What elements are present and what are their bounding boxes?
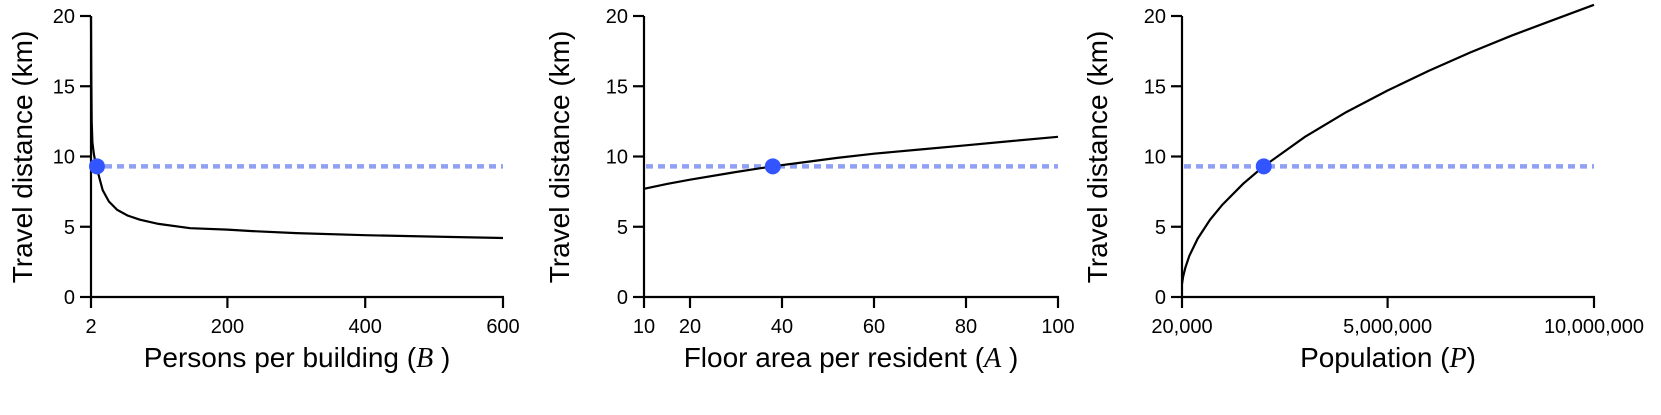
x-axis-variable: B (416, 343, 433, 374)
panel-population: 0 5 10 15 20 20,000 5,000,000 10,000,000 Travel… (1082, 3, 1644, 374)
y-tick-label: 10 (606, 147, 628, 169)
x-tick-label: 60 (863, 316, 885, 338)
y-tick-label: 20 (53, 6, 75, 28)
x-tick-label: 20,000 (1151, 316, 1212, 338)
x-tick-label: 10 (633, 316, 655, 338)
x-tick-label: 5,000,000 (1343, 316, 1432, 338)
highlight-point (88, 158, 105, 175)
y-tick-label: 15 (53, 76, 75, 98)
x-tick-label: 400 (349, 316, 382, 338)
x-tick-label: 600 (486, 316, 519, 338)
y-tick-label: 20 (606, 6, 628, 28)
highlight-point (1255, 158, 1272, 175)
data-curve (1180, 3, 1595, 285)
y-axis-title: Travel distance (km) (1082, 31, 1113, 284)
x-axis-title-close: ) (1001, 342, 1018, 373)
x-axis-title-close: ) (433, 342, 450, 373)
x-axis-title-text: Floor area per resident ( (684, 342, 985, 373)
highlight-point (764, 158, 781, 175)
x-axis-title: Persons per building (B ) (144, 342, 451, 374)
x-tick-label: 100 (1041, 316, 1074, 338)
y-tick-label: 0 (64, 287, 75, 309)
x-tick-label: 10,000,000 (1544, 316, 1644, 338)
x-tick-label: 80 (955, 316, 977, 338)
y-tick-label: 10 (53, 147, 75, 169)
y-tick-label: 15 (1144, 76, 1166, 98)
plot-area: 0 5 10 15 20 10 20 40 60 80 100 (606, 6, 1075, 338)
plot-area: 0 5 10 15 20 20,000 5,000,000 10,000,000 (1144, 3, 1644, 338)
y-axis-title: Travel distance (km) (544, 31, 575, 284)
y-tick-label: 10 (1144, 147, 1166, 169)
y-tick-label: 15 (606, 76, 628, 98)
x-tick-label: 2 (85, 316, 96, 338)
x-axis-title-text: Persons per building ( (144, 342, 417, 373)
x-tick-label: 20 (679, 316, 701, 338)
x-axis-variable: P (1449, 343, 1467, 374)
x-axis-title-close: ) (1467, 342, 1476, 373)
y-tick-label: 5 (1155, 217, 1166, 239)
panel-floor-area: 0 5 10 15 20 10 20 40 60 80 100 Travel distance (k… (544, 6, 1075, 374)
x-axis-variable: A (982, 343, 1002, 374)
x-axis-title-text: Population ( (1300, 342, 1450, 373)
y-tick-label: 0 (1155, 287, 1166, 309)
plot-area: 0 5 10 15 20 2 200 400 600 (53, 6, 520, 338)
y-tick-label: 20 (1144, 6, 1166, 28)
y-tick-label: 5 (64, 217, 75, 239)
x-tick-label: 200 (211, 316, 244, 338)
x-axis-title: Population (P) (1300, 342, 1476, 374)
y-axis-title: Travel distance (km) (7, 31, 38, 284)
x-tick-label: 40 (771, 316, 793, 338)
data-curve (89, 15, 504, 240)
x-axis-title: Floor area per resident (A ) (684, 342, 1019, 374)
y-tick-label: 5 (617, 217, 628, 239)
data-curve (643, 135, 1059, 190)
y-tick-label: 0 (617, 287, 628, 309)
